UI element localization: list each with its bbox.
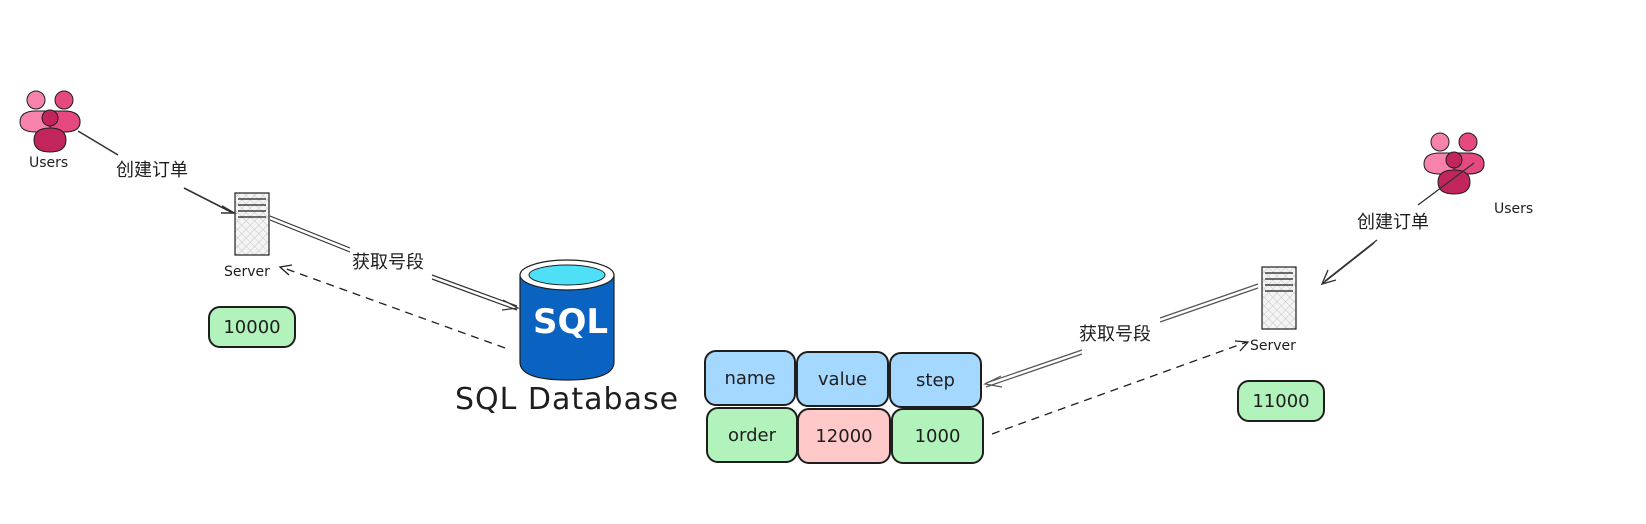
server-icon-right[interactable] [1261, 266, 1297, 330]
arrow-server-left-to-db [269, 215, 520, 311]
server-value-right: 11000 [1237, 380, 1325, 422]
database-label: SQL Database [455, 382, 680, 417]
sql-database-icon[interactable] [519, 259, 615, 381]
create-order-label-right: 创建订单 [1355, 208, 1431, 234]
fetch-segment-label-left: 获取号段 [350, 248, 426, 274]
arrow-server-right-to-table [983, 283, 1259, 388]
table-cell-name: order [706, 407, 798, 463]
sql-icon-text: SQL [533, 302, 609, 342]
table-header-step: step [889, 352, 982, 408]
arrow-db-to-server-left-dashed [280, 266, 506, 349]
server-icon-left[interactable] [234, 192, 270, 256]
table-cell-value: 12000 [797, 408, 891, 464]
users-icon-right[interactable] [1423, 132, 1485, 195]
fetch-segment-label-right: 获取号段 [1077, 320, 1153, 346]
arrow-table-to-server-right-dashed [991, 341, 1248, 435]
arrow-users-left-to-server [77, 130, 237, 214]
arrowhead-left-dashed [278, 264, 293, 276]
arrowhead-right-dashed [1234, 340, 1250, 352]
users-icon-left[interactable] [19, 90, 81, 153]
table-header-name: name [704, 350, 796, 406]
arrow-users-right-to-server [1320, 162, 1475, 286]
users-label-right: Users [1494, 201, 1534, 217]
table-cell-step: 1000 [891, 408, 984, 464]
server-label-right: Server [1250, 338, 1296, 354]
create-order-label-left: 创建订单 [114, 156, 190, 182]
server-label-left: Server [224, 264, 270, 280]
server-value-left: 10000 [208, 306, 296, 348]
users-label-left: Users [29, 155, 69, 171]
table-header-value: value [796, 351, 889, 407]
